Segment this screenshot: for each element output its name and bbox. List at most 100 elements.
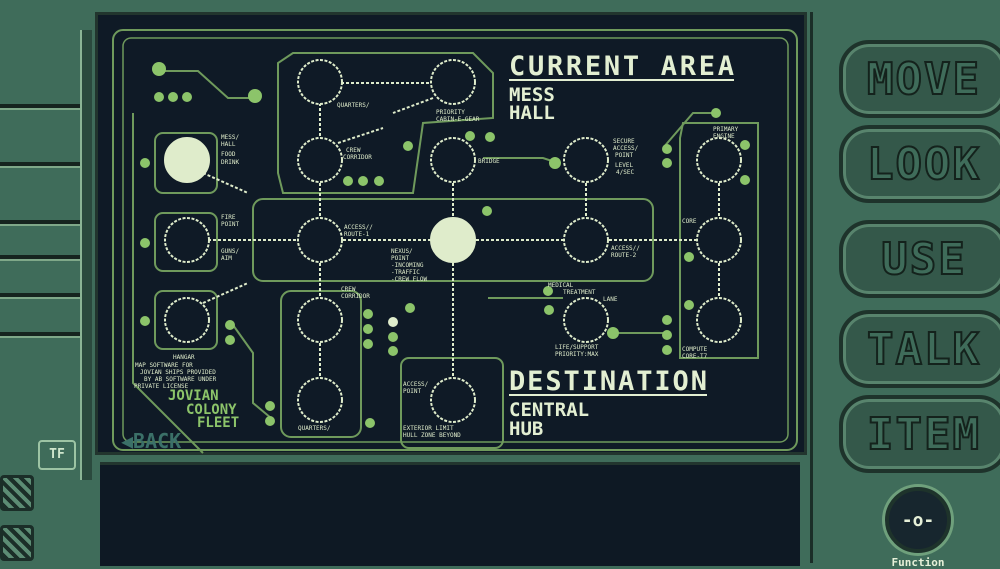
- room-outline: [679, 122, 759, 359]
- current-area-heading: CURRENT AREA: [509, 51, 734, 82]
- current-area-name-1: MESS: [509, 84, 555, 106]
- brand-colony: COLONY: [186, 402, 237, 418]
- label-corridor-low: CORRIDOR: [341, 293, 370, 300]
- map-node-mess-hall[interactable]: [164, 137, 210, 183]
- label-secure-point: POINT: [615, 152, 633, 159]
- room-outline: [154, 132, 218, 194]
- map-border: [112, 29, 798, 451]
- command-panel: MOVE LOOK USE TALK ITEM -o- Function: [810, 12, 1000, 569]
- destination-name-2: HUB: [509, 418, 543, 440]
- label-quarters-low: QUARTERS/: [298, 425, 331, 432]
- map-node-compute-core[interactable]: [696, 297, 742, 343]
- function-icon: -o-: [901, 509, 935, 531]
- label-mess-hall: HALL: [221, 141, 236, 148]
- item-label: ITEM: [866, 408, 981, 461]
- frame-rail: [80, 30, 92, 480]
- frame-bar: [0, 104, 82, 110]
- map-node-crew-corridor[interactable]: [297, 137, 343, 183]
- trace: [132, 113, 204, 454]
- label-exterior-limit: EXTERIOR LIMIT: [403, 425, 454, 432]
- frame-bar: [0, 220, 82, 226]
- destination-name-1: CENTRAL: [509, 399, 589, 421]
- label-crew-low: CREW: [341, 286, 356, 293]
- label-medical: MEDICAL: [548, 282, 574, 289]
- map-node-core[interactable]: [696, 217, 742, 263]
- label-fire-point: POINT: [221, 221, 239, 228]
- map-node-quarters-top[interactable]: [297, 59, 343, 105]
- label-incoming: -INCOMING: [391, 262, 424, 269]
- credits-line: MAP SOFTWARE FOR: [135, 362, 193, 369]
- label-fire: FIRE: [221, 214, 236, 221]
- brand-fleet: FLEET: [197, 415, 239, 431]
- credits-line: JOVIAN SHIPS PROVIDED: [140, 369, 216, 376]
- destination-heading: DESTINATION: [509, 366, 707, 397]
- map-node-priority-cabin[interactable]: [430, 59, 476, 105]
- use-label: USE: [880, 233, 967, 286]
- map-node-secure-access[interactable]: [563, 137, 609, 183]
- label-access-route-2: ACCESS//: [611, 245, 640, 252]
- map-node-access-route-1[interactable]: [297, 217, 343, 263]
- label-level-sec: 4/SEC: [616, 169, 634, 176]
- label-nexus-point: POINT: [391, 255, 409, 262]
- vent-icon: [0, 525, 34, 561]
- trace: [662, 112, 716, 149]
- map-node-quarters-low[interactable]: [297, 377, 343, 423]
- label-priority-sub: CABIN-E-GEAR: [436, 116, 480, 123]
- item-button[interactable]: ITEM: [839, 395, 1000, 473]
- map-node-nexus-point[interactable]: [430, 217, 476, 263]
- map-node-primary-engine[interactable]: [696, 137, 742, 183]
- label-hangar: HANGAR: [173, 354, 195, 361]
- map-node-fire-point[interactable]: [164, 217, 210, 263]
- move-label: MOVE: [866, 53, 981, 106]
- map-node-bridge[interactable]: [430, 137, 476, 183]
- label-corridor: CORRIDOR: [343, 154, 372, 161]
- label-nexus: NEXUS/: [391, 248, 413, 255]
- label-engine: ENGINE: [713, 133, 735, 140]
- frame-bar: [0, 332, 82, 338]
- map-inner-border: [122, 37, 789, 443]
- look-button[interactable]: LOOK: [839, 125, 1000, 203]
- label-bridge: BRIDGE: [478, 158, 500, 165]
- map-node-medical[interactable]: [563, 297, 609, 343]
- label-compute-core: CORE-T7: [682, 353, 708, 360]
- ship-map-screen: QUARTERS/ PRIORITY CABIN-E-GEAR MESS/ HA…: [95, 12, 807, 455]
- left-frame: TF: [0, 0, 92, 563]
- move-button[interactable]: MOVE: [839, 40, 1000, 118]
- brand-jovian: JOVIAN: [168, 388, 219, 404]
- function-button[interactable]: -o-: [885, 487, 951, 553]
- label-crew: CREW: [346, 147, 361, 154]
- label-food: FOOD: [221, 151, 236, 158]
- label-priority: PRIORITY: [436, 109, 465, 116]
- vent-icon: [0, 475, 34, 511]
- map-node-access-point[interactable]: [430, 377, 476, 423]
- label-access-point-sub: POINT: [403, 388, 421, 395]
- label-route-1: ROUTE-1: [344, 231, 370, 238]
- label-level: LEVEL: [615, 162, 633, 169]
- talk-button[interactable]: TALK: [839, 310, 1000, 388]
- trace: [232, 324, 272, 419]
- map-node-access-route-2[interactable]: [563, 217, 609, 263]
- label-life-support: LIFE/SUPPORT: [555, 344, 599, 351]
- credits-line: PRIVATE LICENSE: [134, 383, 189, 390]
- label-crew-flow: -CREW FLOW: [391, 276, 428, 283]
- look-label: LOOK: [866, 138, 981, 191]
- label-route-2: ROUTE-2: [611, 252, 637, 259]
- room-outline: [277, 52, 494, 194]
- label-traffic: -TRAFFIC: [391, 269, 420, 276]
- label-mess: MESS/: [221, 134, 239, 141]
- credits-line: BY AB SOFTWARE UNDER: [144, 376, 217, 383]
- trace: [161, 70, 253, 99]
- use-button[interactable]: USE: [839, 220, 1000, 298]
- map-node-crew-corridor-low[interactable]: [297, 297, 343, 343]
- label-quarters-top: QUARTERS/: [337, 102, 370, 109]
- talk-label: TALK: [866, 323, 981, 376]
- map-node-hangar[interactable]: [164, 297, 210, 343]
- label-access-route-1: ACCESS//: [344, 224, 373, 231]
- frame-bar: [0, 162, 82, 168]
- label-lane: LANE: [603, 296, 618, 303]
- frame-bar: [0, 255, 82, 261]
- message-console: [100, 462, 800, 566]
- back-button[interactable]: ◀BACK: [121, 429, 181, 453]
- label-primary: PRIMARY: [713, 126, 739, 133]
- label-access-point: ACCESS/: [403, 381, 429, 388]
